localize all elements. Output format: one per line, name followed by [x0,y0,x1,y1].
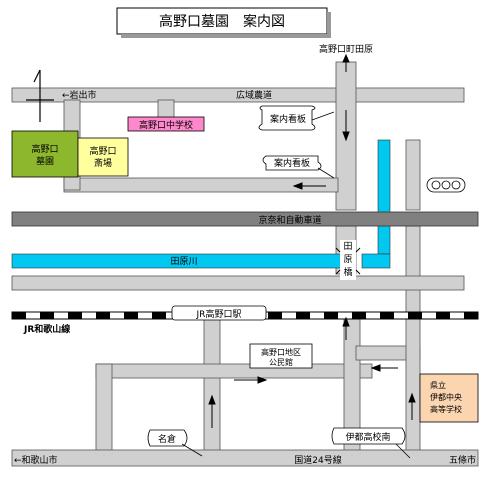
label-bridge-2: 原 [343,254,352,265]
sign-callout-1: 案内看板 [258,105,335,131]
right-vertical-road-mid [405,225,421,315]
arrow-north-icon [342,53,350,72]
sign-callout-2: 案内看板 [262,155,335,179]
label-iwade: ←岩出市 [62,89,97,101]
direction-arrows [208,110,416,428]
route24-road [11,449,479,467]
label-crematorium-1: 高野口 [89,145,116,157]
north-arrow [26,69,54,122]
expressway [11,211,479,227]
label-station: JR高野口駅 [196,308,242,320]
label-river: 田原川 [170,256,197,267]
label-expressway: 京奈和自動車道 [258,214,321,226]
lower-horizontal-road [95,363,373,379]
map-title: 高野口墓園 案内図 [159,13,285,30]
label-highschool-3: 高等学校 [430,404,462,414]
label-route24: 国道24号線 [294,454,341,466]
arrow-up-icon [408,392,416,403]
label-school: 高野口中学校 [139,119,193,131]
bridge: 田 原 橋 [335,240,361,280]
nagura-callout: 名倉 [147,429,203,457]
label-sign1: 案内看板 [270,113,306,125]
label-jr-line: JR和歌山線 [23,323,70,335]
label-highschool-2: 伊都中央 [430,392,462,402]
label-koiki-road: 広域農道 [236,89,272,101]
label-ito-koko-minami: 伊都高校南 [345,431,390,443]
arrow-up-icon [208,394,216,405]
school-spur-road [157,99,175,119]
title-box: 高野口墓園 案内図 [116,7,331,38]
high-school: 県立 伊都中央 高等学校 [419,373,479,423]
station-vertical-road [203,313,221,463]
label-cemetery-1: 高野口 [31,143,58,155]
label-sign2: 案内看板 [274,157,310,169]
label-bridge-3: 橋 [343,266,352,278]
traffic-signal-icon [426,177,466,193]
label-cemetery-2: 墓園 [36,155,54,167]
river-side-road [11,275,465,291]
right-vertical-road-north [405,139,421,211]
junior-high-school: 高野口中学校 [127,116,205,132]
crematorium: 高野口 斎場 [77,137,129,177]
community-hall: 高野口地区 公民館 [249,343,313,369]
arrow-right-icon [257,376,268,384]
arrow-down-icon [342,131,350,142]
label-highschool-1: 県立 [430,380,446,390]
arrow-left-icon [292,182,303,190]
cemetery: 高野口 墓園 [11,130,79,178]
lower-left-vertical-road [95,363,113,465]
label-top-place: 高野口町田原 [319,43,373,55]
label-bridge-1: 田 [343,241,352,252]
right-vertical-road-south [405,313,421,465]
label-crematorium-2: 斎場 [94,157,112,169]
label-hall-2: 公民館 [269,357,293,367]
ito-koko-minami-callout: 伊都高校南 [331,427,411,459]
jr-station: JR高野口駅 [171,305,267,321]
label-wakayama: ←和歌山市 [14,454,58,466]
label-hall-1: 高野口地区 [261,347,301,357]
arrow-left-icon [370,364,381,372]
label-nagura: 名倉 [158,433,176,445]
label-gojo: 五條市 [449,454,476,466]
arrow-up-icon [342,316,350,327]
